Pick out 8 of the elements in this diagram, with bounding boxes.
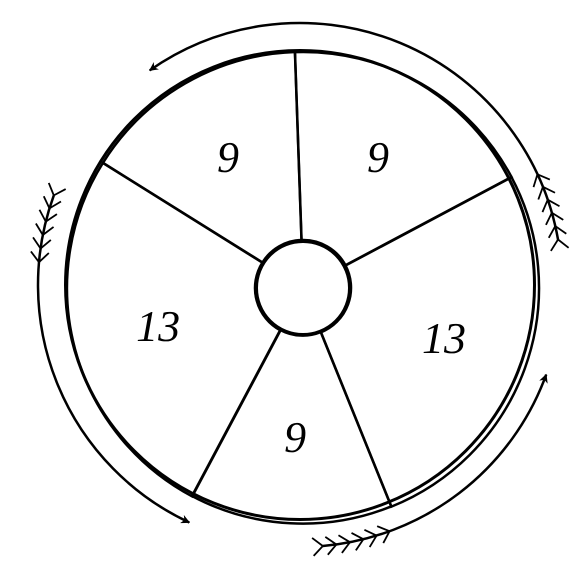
sector-number: 13: [136, 304, 180, 349]
sector: [292, 50, 514, 268]
sector-number: 13: [422, 317, 466, 362]
sector-number: 9: [366, 136, 389, 180]
sector-number: 9: [216, 136, 239, 180]
center-circle: [255, 240, 351, 336]
sector-number: 9: [284, 416, 306, 460]
sector: [190, 328, 394, 526]
